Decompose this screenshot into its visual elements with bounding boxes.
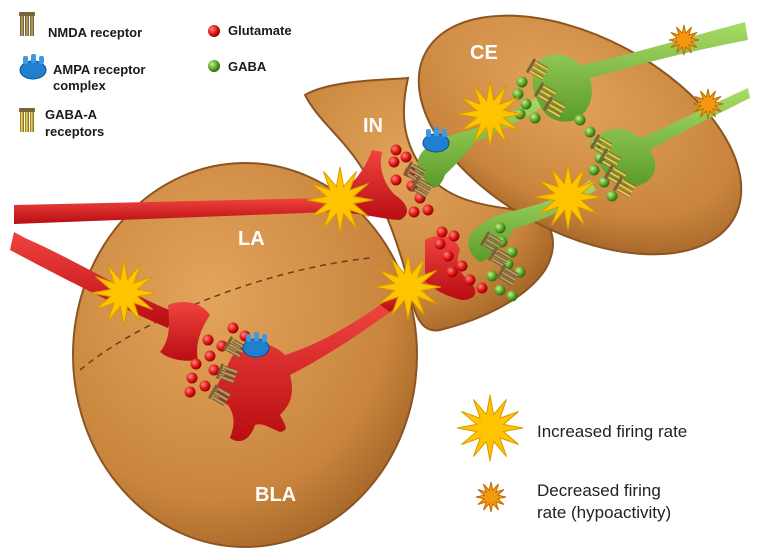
increased-firing-bursts <box>90 80 602 327</box>
glutamate-vesicle <box>464 274 476 286</box>
nmda-legend-label: NMDA receptor <box>48 25 143 40</box>
gaba-vesicle <box>486 270 498 282</box>
gaba-a-legend-icon <box>19 108 35 132</box>
glutamate-vesicle <box>390 144 402 156</box>
gaba-vesicle <box>584 126 596 138</box>
gaba-vesicle <box>598 176 610 188</box>
region-label-bla: BLA <box>255 484 297 506</box>
nmda-legend-icon <box>19 12 35 36</box>
gaba-legend-label: GABA <box>228 59 267 74</box>
glutamate-vesicle <box>184 386 196 398</box>
gaba-vesicle <box>506 246 518 258</box>
glutamate-vesicle <box>456 260 468 272</box>
ampa-legend-label-line1: AMPA receptor <box>53 62 146 77</box>
glutamate-vesicle <box>442 250 454 262</box>
ampa-legend-label-line2: complex <box>53 78 106 93</box>
ampa-legend-icon <box>19 54 47 80</box>
decreased-firing-burst <box>692 88 724 120</box>
region-label-in: IN <box>363 115 383 137</box>
ampa-receptor-bla <box>242 332 270 358</box>
gaba-legend-icon <box>208 60 220 72</box>
glutamate-vesicle <box>436 226 448 238</box>
nmda-receptor <box>216 363 238 384</box>
glutamate-vesicle <box>390 174 402 186</box>
glutamate-vesicle <box>202 334 214 346</box>
decreased-firing-burst <box>668 24 700 56</box>
bla-principal-neuron <box>216 305 390 442</box>
gaba-a-receptor <box>613 176 636 198</box>
glutamate-vesicle <box>190 358 202 370</box>
la-bla-boundary <box>79 257 371 371</box>
glutamate-vesicle <box>448 230 460 242</box>
gaba-a-receptor <box>543 96 566 118</box>
ampa-receptor-in <box>422 127 450 153</box>
nmda-receptor <box>410 176 433 198</box>
la-input-axon-upper <box>14 198 330 224</box>
glutamate-vesicle <box>227 322 239 334</box>
glutamate-vesicle <box>199 380 211 392</box>
glutamate-vesicle <box>204 350 216 362</box>
gaba-vesicle <box>520 98 532 110</box>
glutamate-vesicle <box>208 364 220 376</box>
glutamate-legend-label: Glutamate <box>228 23 292 38</box>
increased-firing-burst <box>90 259 158 327</box>
gaba-a-receptor <box>526 58 549 80</box>
glutamate-vesicle <box>400 151 412 163</box>
increased-firing-burst <box>306 166 374 234</box>
glutamate-vesicle <box>434 238 446 250</box>
gaba-vesicle <box>494 222 506 234</box>
gaba-vesicle <box>574 114 586 126</box>
increased-firing-label: Increased firing rate <box>537 422 688 441</box>
glutamate-vesicle <box>408 206 420 218</box>
gaba-vesicle <box>506 290 518 302</box>
in-upper-gaba-neuron <box>417 95 545 188</box>
increased-firing-burst <box>374 253 442 321</box>
glutamate-vesicle <box>476 282 488 294</box>
gaba-vesicle <box>494 284 506 296</box>
nmda-receptors <box>208 161 519 406</box>
gaba-vesicle <box>516 76 528 88</box>
decreased-firing-key-icon <box>475 481 507 513</box>
decreased-firing-label-line1: Decreased firing <box>537 481 661 500</box>
gaba-a-receptors <box>526 58 636 198</box>
decreased-firing-bursts <box>668 24 724 120</box>
lower-axon-terminal <box>160 302 210 361</box>
region-label-ce: CE <box>470 42 498 64</box>
glutamate-legend-icon <box>208 25 220 37</box>
increased-firing-burst <box>534 163 602 231</box>
nmda-receptor <box>488 246 511 268</box>
gaba-a-legend-label-line2: receptors <box>45 124 105 139</box>
gaba-a-legend-label-line1: GABA-A <box>45 107 97 122</box>
increased-firing-key-icon <box>456 394 524 462</box>
gaba-vesicle <box>606 190 618 202</box>
gaba-vesicle <box>588 164 600 176</box>
glutamate-vesicle <box>422 204 434 216</box>
glutamate-vesicle <box>446 266 458 278</box>
decreased-firing-label-line2: rate (hypoactivity) <box>537 503 672 522</box>
gaba-vesicle <box>529 112 541 124</box>
region-label-la: LA <box>238 228 265 250</box>
glutamate-vesicle <box>186 372 198 384</box>
increased-firing-key-burst <box>456 394 524 462</box>
decreased-firing-key-burst <box>475 481 507 513</box>
glutamate-vesicle <box>388 156 400 168</box>
nmda-receptor <box>496 264 519 286</box>
increased-firing-burst <box>456 80 524 148</box>
nmda-receptor <box>223 336 246 358</box>
nmda-receptor <box>208 384 231 406</box>
gaba-vesicle <box>512 88 524 100</box>
